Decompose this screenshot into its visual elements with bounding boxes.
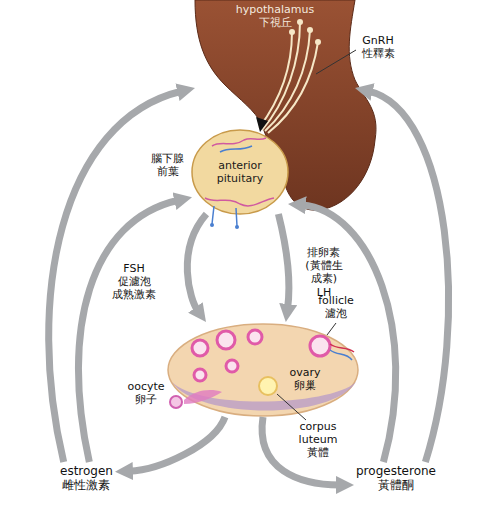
hypothalamus-region: hypothalamus 下視丘 (195, 0, 355, 110)
hormone-feedback-arrow (129, 417, 225, 471)
hormone-feedback-arrow (262, 417, 340, 485)
node-text: hypothalamus 下視丘 (236, 3, 314, 29)
ovary-shape (168, 324, 358, 416)
hormone-feedback-arrow (49, 91, 182, 462)
anterior-pituitary: anterior pituitary腦下腺 前葉 (192, 130, 288, 214)
hormone-node: progesterone 黃體酮 (354, 462, 438, 495)
leader-line (277, 394, 306, 420)
leader-line (327, 323, 336, 335)
ovary: ovary 卵巢 (168, 322, 358, 417)
node-text: anterior pituitary (217, 159, 263, 185)
part-label: oocyte 卵子 (127, 380, 164, 406)
ovary-vessels (330, 344, 354, 360)
oocyte-shape (170, 390, 222, 408)
edge-label: FSH 促濾泡 成熟激素 (112, 262, 156, 302)
leader-line (316, 50, 356, 74)
part-label: corpus luteum 黃體 (299, 420, 338, 460)
hormone-label: GnRH 性釋素 (362, 34, 395, 60)
blood-vessels (205, 138, 274, 229)
neuron-cells (289, 19, 321, 45)
node-text: estrogen 雌性激素 (60, 464, 113, 493)
edge-label: 排卵素 (黃體生 成素) LH (305, 246, 342, 299)
neurons (259, 22, 318, 133)
node-text: ovary 卵巢 (289, 366, 320, 392)
pituitary-shape (192, 130, 288, 214)
hormone-feedback-arrow (278, 214, 288, 308)
hormone-node: estrogen 雌性激素 (58, 462, 115, 495)
node-text: 腦下腺 前葉 (151, 152, 184, 178)
release-arrow (256, 117, 268, 132)
hormone-feedback-arrow (78, 200, 178, 462)
corpus-luteum-shape (259, 377, 277, 395)
node-text: progesterone 黃體酮 (356, 464, 436, 493)
hormone-feedback-arrow (187, 214, 206, 311)
